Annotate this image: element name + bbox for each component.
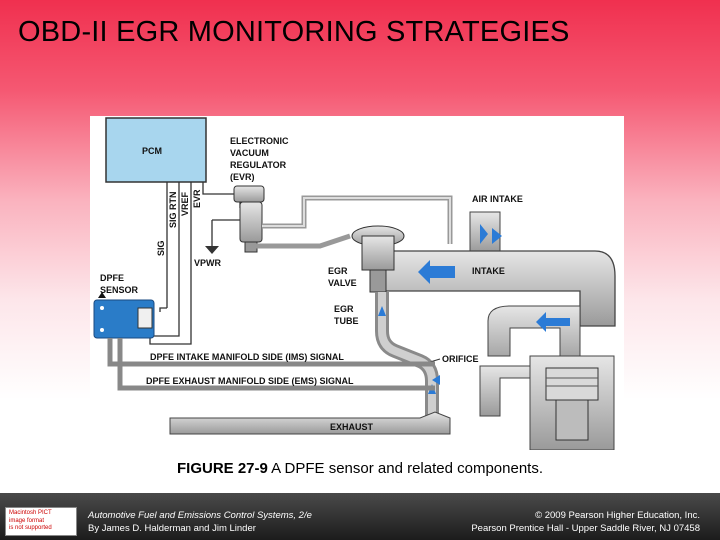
egr-diagram: PCM ELECTRONIC VACUUM REGULATOR (EVR) SI… [90,116,624,450]
evr-label-1: ELECTRONIC [230,136,289,146]
vpwr-label: VPWR [194,258,222,268]
ims-signal-label: DPFE INTAKE MANIFOLD SIDE (IMS) SIGNAL [150,352,344,362]
exhaust-pipe [169,411,451,435]
evr-label-4: (EVR) [230,172,255,182]
intake-flow-arrow [418,260,455,284]
exhaust-runner [479,365,531,417]
egr-diagram-svg: PCM ELECTRONIC VACUUM REGULATOR (EVR) SI… [93,117,616,450]
footer-book-info: Automotive Fuel and Emissions Control Sy… [88,509,312,535]
runner-flow-arrow [536,312,570,332]
footer-copyright: © 2009 Pearson Higher Education, Inc. Pe… [471,509,700,535]
publisher-logo-placeholder: Macintosh PICT image format is not suppo… [5,507,77,536]
intake-label: INTAKE [472,266,505,276]
book-authors: By James D. Halderman and Jim Linder [88,523,256,534]
figure-caption: FIGURE 27-9 A DPFE sensor and related co… [0,460,720,477]
evr-label-2: VACUUM [230,148,269,158]
dpfe-sensor-label-2: SENSOR [100,285,139,295]
ems-signal-label: DPFE EXHAUST MANIFOLD SIDE (EMS) SIGNAL [146,376,354,386]
footer-bar: Macintosh PICT image format is not suppo… [0,493,720,540]
book-title: Automotive Fuel and Emissions Control Sy… [88,510,312,521]
pcm-box [105,117,207,183]
logo-line-1: Macintosh PICT [9,510,52,516]
exhaust-label: EXHAUST [330,422,374,432]
copyright-line: © 2009 Pearson Higher Education, Inc. [535,510,700,521]
ems-arrow [432,375,440,385]
pin-sig-rtn-label: SIG RTN [168,191,178,228]
pin-sig-label: SIG [156,240,166,256]
vpwr-symbol [205,246,219,254]
egr-valve-label-1: EGR [328,266,348,276]
pin-evr-label: EVR [192,189,202,208]
evr-solenoid [233,185,265,253]
dpfe-sensor-label-1: DPFE [100,273,124,283]
logo-line-3: is not supported [9,525,52,531]
pcm-label: PCM [142,146,162,156]
egr-tube-label-1: EGR [334,304,354,314]
evr-to-valve-hose [256,233,351,249]
dpfe-sensor [93,292,155,339]
ims-hose [107,338,435,367]
air-intake-label: AIR INTAKE [472,194,523,204]
publisher-line: Pearson Prentice Hall - Upper Saddle Riv… [471,523,700,534]
evr-label-3: REGULATOR [230,160,287,170]
caption-text: A DPFE sensor and related components. [267,460,543,477]
pin-vref-label: VREF [180,191,190,216]
egr-valve-label-2: VALVE [328,278,357,288]
egr-valve [351,225,405,293]
logo-line-2: image format [9,517,45,524]
egr-tube-label-2: TUBE [334,316,359,326]
orifice-label: ORIFICE [442,354,479,364]
slide-title: OBD-II EGR MONITORING STRATEGIES [18,16,570,48]
ems-hose [117,338,435,391]
air-intake-arrows [480,224,502,244]
figure-number: FIGURE 27-9 [176,460,268,477]
engine-cylinder [529,355,615,450]
